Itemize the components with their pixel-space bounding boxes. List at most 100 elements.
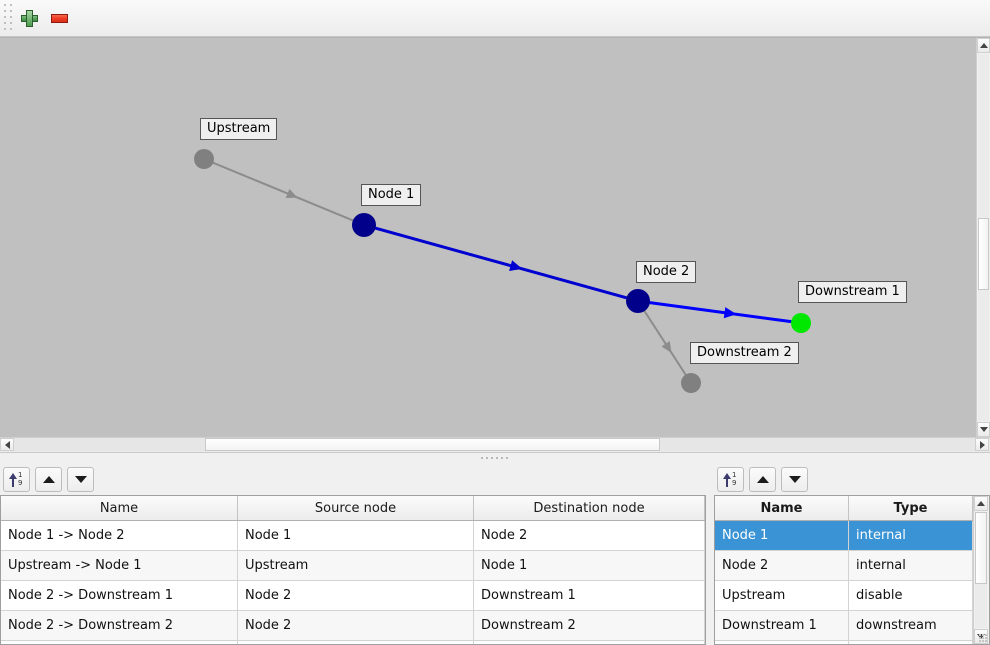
scroll-up-button[interactable] (977, 38, 990, 53)
graph-node[interactable] (791, 313, 811, 333)
graph-node-label[interactable]: Upstream (200, 118, 278, 140)
links-sort-button[interactable]: 1 9 (3, 467, 30, 492)
horizontal-splitter[interactable] (0, 452, 990, 464)
graph-node[interactable] (626, 289, 650, 313)
scroll-down-button[interactable] (974, 629, 988, 644)
plus-icon (20, 9, 38, 27)
arrow-down-icon (788, 476, 801, 483)
table-filler-row (715, 640, 973, 644)
graph-vertical-scrollbar[interactable] (976, 37, 990, 437)
sort-icon: 1 9 (8, 470, 25, 488)
table-cell[interactable]: Downstream 1 (473, 580, 705, 611)
graph-node-label[interactable]: Node 2 (636, 261, 697, 283)
chevron-up-icon (979, 43, 988, 48)
table-cell[interactable]: Node 2 (473, 520, 705, 551)
nodes-move-up-button[interactable] (749, 467, 776, 492)
table-cell[interactable]: Node 2 -> Downstream 2 (1, 610, 238, 641)
edge-arrowhead-icon (285, 188, 298, 199)
scroll-track-lower[interactable] (978, 290, 989, 421)
graph-node[interactable] (681, 373, 701, 393)
table-cell[interactable]: Downstream 2 (473, 610, 705, 641)
table-cell[interactable]: Node 2 (715, 550, 849, 581)
graph-edge[interactable] (211, 161, 355, 222)
graph-node[interactable] (352, 213, 376, 237)
table-cell[interactable]: Node 1 (473, 550, 705, 581)
arrow-up-icon (756, 476, 769, 483)
graph-edge[interactable] (648, 300, 793, 324)
column-header[interactable]: Destination node (473, 496, 705, 521)
table-cell[interactable]: Node 2 (237, 580, 474, 611)
scroll-up-button[interactable] (974, 496, 988, 511)
resize-grip[interactable] (979, 634, 988, 643)
links-move-down-button[interactable] (67, 467, 94, 492)
main-toolbar (0, 0, 990, 37)
add-node-button[interactable] (14, 4, 44, 32)
links-move-up-button[interactable] (35, 467, 62, 492)
table-cell[interactable]: Upstream -> Node 1 (1, 550, 238, 581)
scroll-track-right[interactable] (660, 438, 975, 451)
sort-badge-top: 1 (18, 470, 23, 479)
nodes-toolbar: 1 9 (714, 464, 990, 495)
table-filler-row (1, 640, 705, 644)
table-cell[interactable]: internal (848, 520, 973, 551)
nodes-table-scrollbar[interactable] (973, 496, 989, 644)
scroll-left-button[interactable] (0, 438, 14, 451)
column-header[interactable]: Name (1, 496, 238, 521)
graph-horizontal-scrollbar[interactable] (0, 437, 990, 452)
scroll-thumb-horizontal[interactable] (205, 438, 660, 451)
graph-edge[interactable] (374, 226, 628, 300)
nodes-sort-button[interactable]: 1 9 (717, 467, 744, 492)
table-cell[interactable]: Node 1 (237, 520, 474, 551)
splitter-grip (481, 457, 509, 460)
table-cell[interactable]: Upstream (237, 550, 474, 581)
column-header[interactable]: Type (848, 496, 973, 521)
graph-node-label[interactable]: Node 1 (361, 184, 422, 206)
scroll-right-button[interactable] (975, 438, 989, 451)
chevron-down-icon (977, 634, 985, 639)
graph-node-label[interactable]: Downstream 2 (690, 342, 799, 364)
toolbar-drag-handle[interactable] (2, 3, 14, 31)
table-cell[interactable]: Node 1 -> Node 2 (1, 520, 238, 551)
table-cell[interactable]: downstream (848, 610, 973, 641)
table-cell[interactable]: Upstream (715, 580, 849, 611)
scroll-track-left[interactable] (14, 438, 205, 451)
column-header[interactable]: Source node (237, 496, 474, 521)
table-cell[interactable]: internal (848, 550, 973, 581)
scroll-track[interactable] (975, 584, 987, 628)
sort-icon: 1 9 (722, 470, 739, 488)
graph-edge[interactable] (643, 309, 687, 376)
table-cell[interactable]: Node 2 -> Downstream 1 (1, 580, 238, 611)
vertical-splitter[interactable] (708, 464, 714, 645)
nodes-move-down-button[interactable] (781, 467, 808, 492)
table-cell[interactable]: Node 1 (715, 520, 849, 551)
table-cell[interactable]: Downstream 1 (715, 610, 849, 641)
sort-badge-top: 1 (732, 470, 737, 479)
scroll-thumb-vertical[interactable] (978, 218, 989, 290)
table-cell[interactable]: disable (848, 580, 973, 611)
scroll-thumb-vertical[interactable] (975, 512, 987, 584)
graph-node-label[interactable]: Downstream 1 (798, 281, 907, 303)
remove-node-button[interactable] (44, 4, 74, 32)
scroll-down-button[interactable] (977, 422, 990, 437)
scroll-track-upper[interactable] (978, 54, 989, 218)
table-filler-cell (715, 640, 849, 644)
column-header[interactable]: Name (715, 496, 849, 521)
graph-node[interactable] (194, 149, 214, 169)
table-cell[interactable]: Node 2 (237, 610, 474, 641)
